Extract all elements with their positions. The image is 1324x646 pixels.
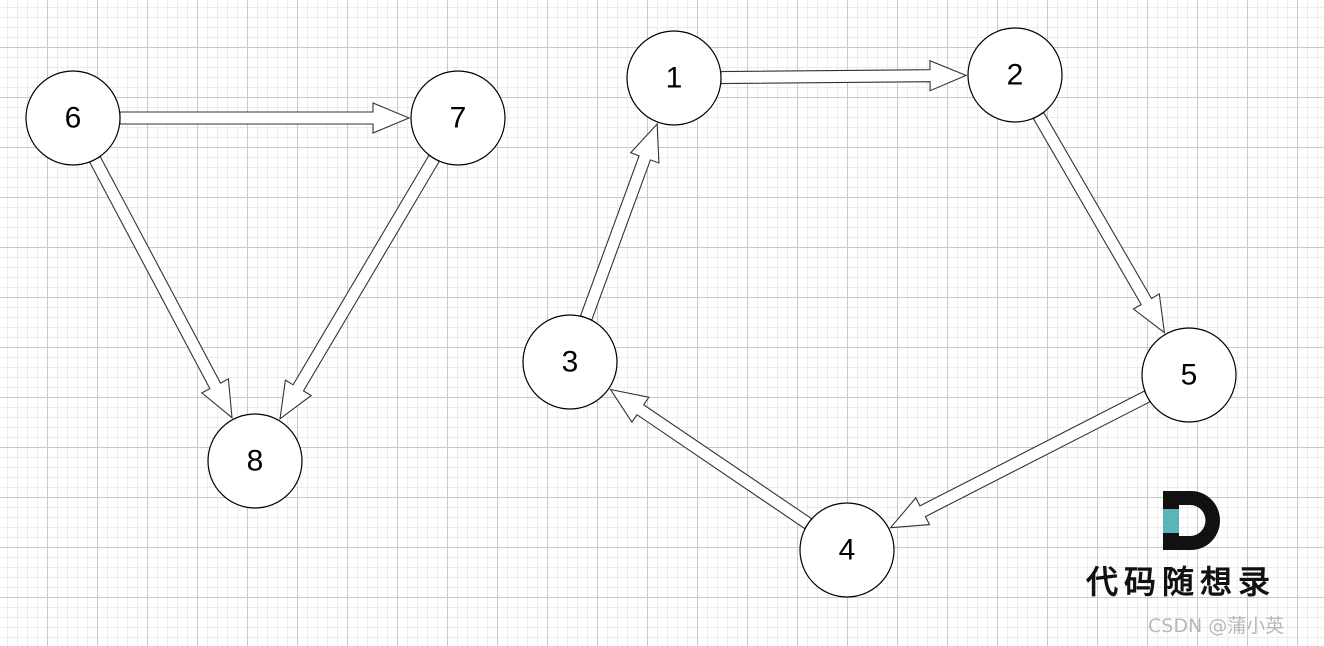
edge-7-to-8: [279, 154, 440, 421]
node-4-label: 4: [839, 534, 856, 567]
edge-3-to-1: [579, 122, 660, 321]
node-4[interactable]: 4: [799, 502, 895, 598]
edge-5-to-4: [889, 390, 1151, 529]
watermark: 代码随想录 CSDN @蒲小英: [1085, 491, 1284, 637]
node-1-label: 1: [666, 62, 683, 95]
node-6-label: 6: [65, 102, 82, 135]
edge-6-to-7: [119, 102, 411, 134]
node-5-label: 5: [1181, 359, 1198, 392]
node-3[interactable]: 3: [522, 314, 618, 410]
node-1[interactable]: 1: [626, 30, 722, 126]
logo-text: 代码随想录: [1085, 563, 1276, 601]
node-5[interactable]: 5: [1141, 327, 1237, 423]
node-3-label: 3: [562, 346, 579, 379]
node-6[interactable]: 6: [25, 70, 121, 166]
node-8[interactable]: 8: [207, 413, 303, 509]
node-7-label: 7: [450, 102, 467, 135]
csdn-credit: CSDN @蒲小英: [1148, 615, 1284, 637]
node-2[interactable]: 2: [967, 27, 1063, 123]
edge-2-to-5: [1032, 111, 1166, 334]
edges: [88, 59, 1166, 530]
edge-1-to-2: [720, 59, 968, 92]
edge-4-to-3: [609, 388, 813, 530]
nodes: 1 2 3 4 5 6 7 8: [25, 27, 1237, 598]
node-8-label: 8: [247, 445, 264, 478]
node-7[interactable]: 7: [410, 70, 506, 166]
logo-mark: [1163, 491, 1220, 550]
node-2-label: 2: [1007, 59, 1024, 92]
edge-6-to-8: [88, 155, 233, 419]
